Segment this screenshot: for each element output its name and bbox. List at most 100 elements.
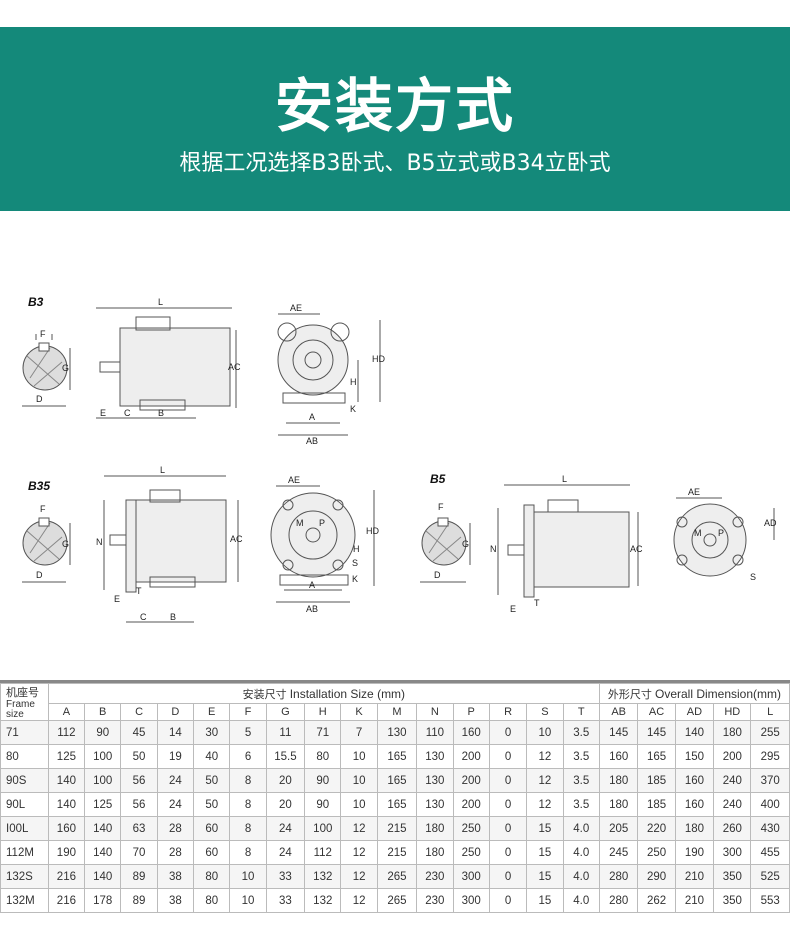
frame-cell: 90L (0, 792, 49, 817)
table-cell: 89 (120, 888, 158, 913)
dim-label-ae-b35: AE (288, 475, 300, 485)
table-cell: 33 (265, 864, 306, 889)
frame-header-en: Frame size (6, 699, 35, 720)
table-cell: 300 (452, 888, 490, 913)
dim-label-s-b5: S (750, 572, 756, 582)
frame-cell: 132S (0, 864, 49, 889)
table-cell: 130 (416, 792, 454, 817)
table-cell: 220 (637, 816, 676, 841)
table-cell: 180 (674, 816, 715, 841)
table-cell: 150 (674, 744, 715, 769)
dim-label-p-b5: P (718, 528, 724, 538)
table-cell: 190 (674, 840, 715, 865)
dim-label-e-b35: E (114, 594, 120, 604)
dim-label-t-b5: T (534, 598, 540, 608)
table-cell: 10 (229, 864, 267, 889)
table-cell: 295 (750, 744, 790, 769)
table-cell: 300 (452, 864, 490, 889)
table-cell: 0 (488, 864, 528, 889)
table-cell: 12 (526, 768, 564, 793)
table-cell: 160 (452, 720, 490, 745)
table-cell: 50 (193, 768, 231, 793)
column-header-p: P (452, 703, 490, 721)
table-cell: 0 (488, 744, 528, 769)
table-cell: 265 (376, 888, 418, 913)
table-cell: 10 (229, 888, 267, 913)
table-cell: 525 (750, 864, 790, 889)
column-header-ab: AB (598, 703, 639, 721)
frame-cell: 112M (0, 840, 49, 865)
table-cell: 45 (120, 720, 158, 745)
table-cell: 180 (416, 840, 454, 865)
table-cell: 38 (156, 888, 195, 913)
table-cell: 80 (193, 888, 231, 913)
table-cell: 7 (340, 720, 378, 745)
column-header-r: R (488, 703, 528, 721)
dim-label-d: D (36, 394, 43, 404)
dim-label-h-b35: H (353, 544, 360, 554)
table-cell: 140 (47, 768, 86, 793)
table-cell: 210 (674, 888, 715, 913)
column-header-t: T (562, 703, 600, 721)
table-cell: 180 (416, 816, 454, 841)
dim-label-ac-b35: AC (230, 534, 243, 544)
table-cell: 0 (488, 888, 528, 913)
table-cell: 0 (488, 768, 528, 793)
table-cell: 28 (156, 816, 195, 841)
table-cell: 132 (304, 864, 342, 889)
column-header-m: M (376, 703, 418, 721)
table-cell: 205 (598, 816, 639, 841)
table-cell: 130 (416, 768, 454, 793)
page-title: 安装方式 (274, 72, 515, 140)
dim-label-k-b35: K (352, 574, 358, 584)
table-cell: 185 (637, 792, 676, 817)
dim-label-l-b5: L (562, 474, 567, 484)
dim-label-k: K (350, 404, 356, 414)
table-cell: 12 (526, 744, 564, 769)
table-cell: 130 (416, 744, 454, 769)
table-cell: 110 (416, 720, 454, 745)
table-cell: 60 (193, 816, 231, 841)
table-cell: 10 (340, 768, 378, 793)
table-cell: 8 (229, 816, 267, 841)
table-cell: 38 (156, 864, 195, 889)
table-cell: 145 (598, 720, 639, 745)
table-cell: 160 (674, 768, 715, 793)
table-cell: 20 (265, 768, 306, 793)
table-cell: 280 (598, 864, 639, 889)
table-cell: 8 (229, 840, 267, 865)
table-cell: 12 (526, 792, 564, 817)
table-top-rule (0, 680, 790, 683)
b3-tag: B3 (28, 295, 44, 309)
table-cell: 250 (637, 840, 676, 865)
table-cell: 250 (452, 840, 490, 865)
dim-label-hd-b35: HD (366, 526, 379, 536)
install-size-cn: 安装尺寸 (242, 688, 287, 701)
table-cell: 15 (526, 864, 564, 889)
dim-label-d-b5: D (434, 570, 441, 580)
dim-label-ac: AC (228, 362, 241, 372)
b5-diagram: B5 F G D L N AC E T M P AE AD S (420, 472, 777, 614)
column-header-b: B (84, 703, 122, 721)
dim-label-a-b35: A (309, 580, 315, 590)
table-cell: 240 (713, 792, 752, 817)
table-cell: 71 (304, 720, 342, 745)
frame-header-cn: 机座号 (6, 687, 39, 699)
table-cell: 28 (156, 840, 195, 865)
table-cell: 185 (637, 768, 676, 793)
dim-label-c-b35: C (140, 612, 147, 622)
table-cell: 200 (713, 744, 752, 769)
overall-dim-cn: 外形尺寸 (607, 688, 652, 701)
table-cell: 30 (193, 720, 231, 745)
table-cell: 24 (265, 840, 306, 865)
table-cell: 262 (637, 888, 676, 913)
dim-label-m-b5: M (694, 528, 702, 538)
table-cell: 280 (598, 888, 639, 913)
table-cell: 165 (376, 792, 418, 817)
table-cell: 3.5 (562, 720, 600, 745)
